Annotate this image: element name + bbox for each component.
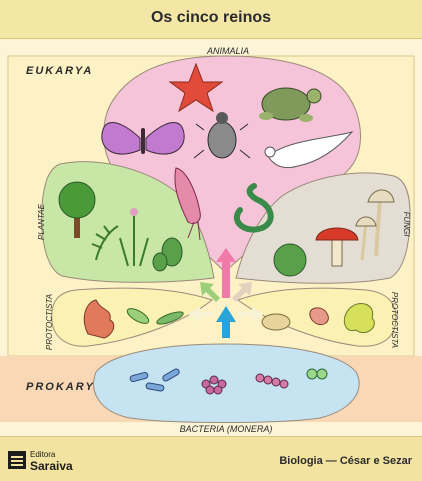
book-credit: Biologia — César e Sezar (279, 455, 412, 467)
bacteria-label: BACTERIA (MONERA) (180, 424, 273, 434)
bacilli-icon (129, 368, 180, 392)
snake-icon (233, 183, 274, 233)
page-title: Os cinco reinos (150, 9, 272, 26)
starfish-icon (168, 62, 224, 113)
squid-icon (174, 167, 201, 241)
arrow-to-protoctista-left (188, 306, 214, 322)
animalia-label: ANIMALIA (206, 46, 249, 56)
cocci-cluster-icon (201, 375, 227, 395)
flower-plant-icon (119, 208, 149, 267)
arrow-to-plantae (200, 282, 220, 302)
book-icon (8, 451, 26, 469)
red-alga-icon (83, 299, 115, 339)
arrow-to-protoctista-right (238, 306, 264, 322)
protoctista-right-label: PROTOCTISTA (390, 292, 399, 348)
fern-icon (91, 225, 119, 261)
title-bar: Os cinco reinos (0, 0, 422, 39)
mold-icon (273, 243, 307, 277)
publisher-logo: Editora Saraiva (8, 449, 88, 475)
prokarya-label: PROKARYA (26, 381, 104, 393)
tree-icon (58, 181, 96, 238)
protoctista-left-label: PROTOCTISTA (45, 294, 54, 350)
footer: Editora Saraiva Biologia — César e Sezar (0, 436, 422, 481)
beetle-icon (193, 112, 251, 159)
red-mushroom-icon (315, 227, 359, 267)
plantae-label: PLANTAE (37, 203, 46, 240)
diplococci-icon (306, 368, 328, 380)
amoeba-icon (343, 303, 375, 334)
butterfly-icon (101, 122, 185, 155)
cactus-icon (152, 237, 183, 272)
eukarya-label: EUKARYA (26, 65, 93, 77)
fungi-label: FUNGI (402, 212, 411, 238)
dove-icon (264, 131, 354, 169)
arrow-to-eukarya (216, 306, 236, 338)
euglena-icon (156, 311, 184, 325)
publisher-name: Saraiva (30, 459, 73, 473)
arrow-to-fungi (232, 282, 252, 302)
paramecium-icon (261, 313, 291, 331)
five-kingdoms-diagram: EUKARYA PROKARYA ANIMALIA PLANTAE FUNGI … (0, 46, 422, 434)
publisher-prefix: Editora (30, 450, 56, 459)
evolution-arrows (188, 248, 264, 338)
arrow-to-animalia (216, 248, 236, 298)
diatom-icon (126, 308, 150, 324)
streptococci-icon (255, 373, 289, 389)
foraminifera-icon (309, 307, 329, 325)
tan-mushrooms-icon (355, 189, 395, 261)
turtle-icon (259, 87, 322, 122)
